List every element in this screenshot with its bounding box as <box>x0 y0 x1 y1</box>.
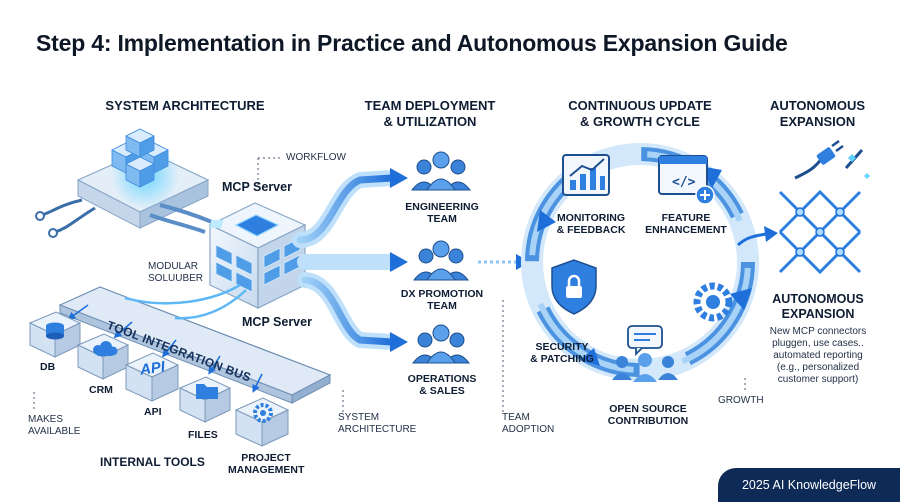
code-window-icon: </> <box>658 155 715 205</box>
shield-lock-icon <box>551 259 597 315</box>
deployment-arrowheads <box>390 168 408 352</box>
section-autonomous-expansion: AUTONOMOUS EXPANSION <box>769 98 866 129</box>
leader-lines <box>33 157 746 412</box>
cloud-icon <box>93 341 118 356</box>
section-growth-cycle: CONTINUOUS UPDATE & GROWTH CYCLE <box>568 98 712 129</box>
section-team-deployment: TEAM DEPLOYMENT & UTILIZATION <box>364 98 496 129</box>
deployment-arrows <box>292 170 400 350</box>
bus-arrows <box>67 304 263 393</box>
gear-icon <box>253 403 273 423</box>
database-icon <box>46 322 64 340</box>
api-icon: API <box>138 358 167 379</box>
gear-growth-icon <box>693 282 733 322</box>
folder-icon <box>196 384 218 399</box>
dx-promotion-team-label: DX PROMOTION TEAM <box>400 288 484 312</box>
team-icons <box>410 151 472 364</box>
team-adoption-label: TEAM ADOPTION <box>502 412 555 435</box>
security-patching-label: SECURITY & PATCHING <box>530 341 594 365</box>
monitoring-feedback-label: MONITORING & FEEDBACK <box>556 212 626 236</box>
network-mesh-icon <box>778 189 862 275</box>
modular-label: MODULAR SOLUUBER <box>148 261 204 284</box>
open-source-contribution-label: OPEN SOURCE CONTRIBUTION <box>607 403 689 427</box>
autonomous-description: New MCP connectors pluggen, use cases.. … <box>769 326 867 385</box>
system-architecture-note: SYSTEM ARCHITECTURE <box>338 412 417 435</box>
tool-crm-label: CRM <box>89 384 113 396</box>
expansion-arrow <box>736 232 767 247</box>
monitoring-chart-icon <box>562 154 610 196</box>
tool-db-label: DB <box>40 361 56 373</box>
internal-tools-label: INTERNAL TOOLS <box>100 455 205 469</box>
workflow-label: WORKFLOW <box>286 152 346 163</box>
mcp-server-label-bottom: MCP Server <box>242 315 312 329</box>
engineering-team-icon <box>410 151 472 191</box>
growth-label: GROWTH <box>718 395 764 406</box>
growth-cycle-ring <box>521 143 759 381</box>
tool-files-label: FILES <box>188 429 218 441</box>
operations-sales-icon <box>411 324 471 364</box>
community-icon <box>612 325 678 382</box>
feature-enhancement-label: FEATURE ENHANCEMENT <box>645 212 727 236</box>
plug-icon <box>794 139 870 180</box>
dx-promotion-team-icon <box>412 240 470 281</box>
tool-api-label: API <box>144 406 162 418</box>
cluster-server-icon <box>35 128 213 238</box>
svg-text:</>: </> <box>672 175 696 190</box>
engineering-team-label: ENGINEERING TEAM <box>405 201 479 225</box>
page-title: Step 4: Implementation in Practice and A… <box>36 30 788 56</box>
autonomous-heading: AUTONOMOUS EXPANSION <box>772 292 864 321</box>
tool-project-management-label: PROJECT MANAGEMENT <box>228 452 305 476</box>
makes-available-label: MAKES AVAILABLE <box>28 414 81 437</box>
expansion-arrowhead <box>764 226 778 242</box>
section-system-architecture: SYSTEM ARCHITECTURE <box>105 98 265 113</box>
mcp-server-label-top: MCP Server <box>222 180 292 194</box>
footer-brand: 2025 AI KnowledgeFlow <box>718 468 900 502</box>
operations-sales-label: OPERATIONS & SALES <box>407 373 477 397</box>
tool-blocks <box>28 311 290 447</box>
